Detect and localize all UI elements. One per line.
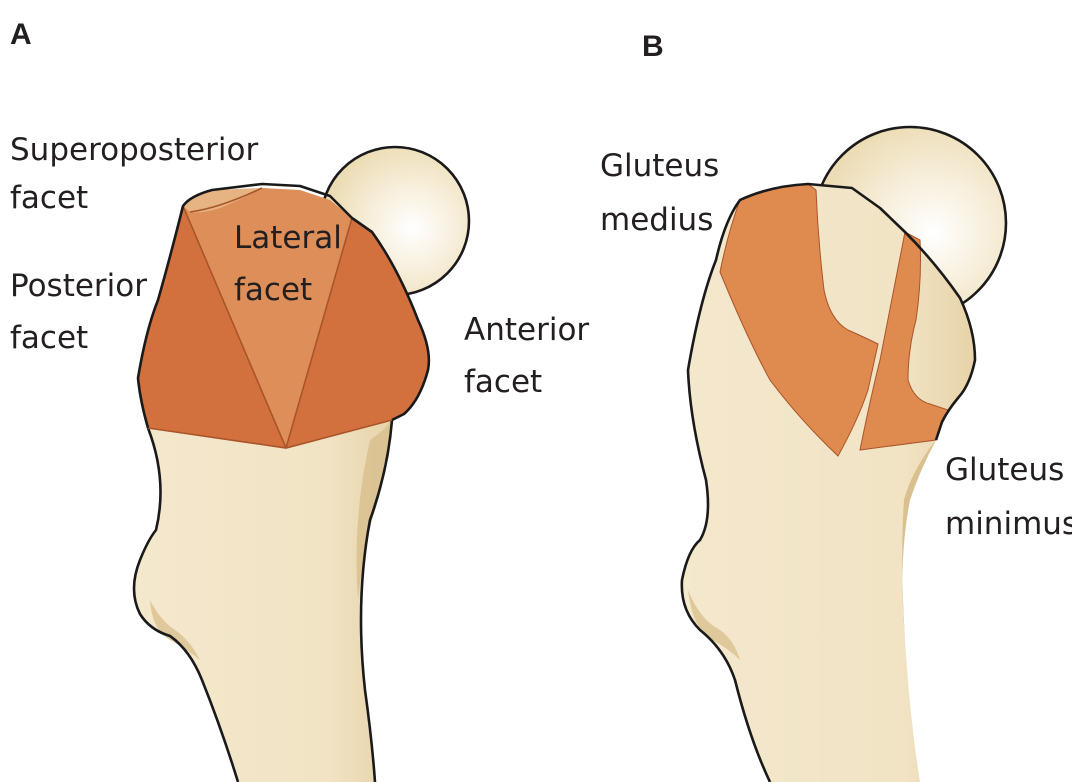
panel-b: B Gluteus medius Gluteus minimus [600, 30, 1072, 782]
anterior-label-2: facet [464, 364, 542, 400]
lateral-label-1: Lateral [234, 220, 342, 256]
superoposterior-label-1: Superoposterior [10, 132, 258, 168]
gluteus-medius-label-2: medius [600, 202, 713, 238]
gluteus-medius-label-1: Gluteus [600, 148, 719, 184]
lateral-label-2: facet [234, 272, 312, 308]
panel-a: A Superoposterior facet Posterior facet … [10, 18, 589, 782]
panel-b-letter: B [642, 30, 664, 63]
gluteus-minimus-label-1: Gluteus [945, 452, 1064, 488]
superoposterior-label-2: facet [10, 180, 88, 216]
panel-a-letter: A [10, 18, 32, 51]
femoral-shaft-a [134, 420, 392, 782]
gluteus-minimus-label-2: minimus [945, 506, 1072, 542]
posterior-label-2: facet [10, 320, 88, 356]
posterior-label-1: Posterior [10, 268, 147, 304]
anterior-label-1: Anterior [464, 312, 589, 348]
